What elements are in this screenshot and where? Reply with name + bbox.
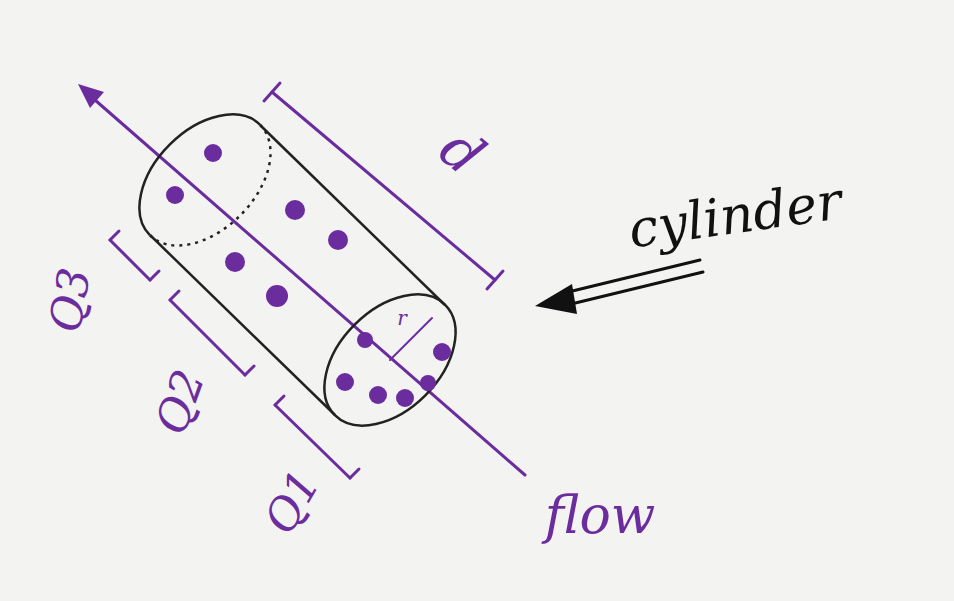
radius-label: r (397, 308, 407, 328)
segment-label: Q3 (43, 265, 97, 336)
bracket-tick (350, 469, 359, 478)
particle (328, 230, 348, 250)
particle (266, 285, 288, 307)
particle (433, 343, 451, 361)
particle (396, 389, 414, 407)
particle (369, 386, 387, 404)
cylinder-side (260, 125, 445, 305)
segment-bracket (110, 240, 150, 280)
bracket-tick (110, 231, 119, 240)
flow-label: flow (545, 489, 656, 541)
pointer-line (563, 272, 703, 306)
bracket-tick (264, 83, 280, 101)
particle (285, 200, 305, 220)
back-rim (114, 89, 260, 235)
particle (166, 186, 184, 204)
particle (204, 144, 222, 162)
bracket-tick (150, 271, 159, 280)
pointer-arrowhead (535, 284, 577, 314)
particle (225, 252, 245, 272)
particle (420, 375, 436, 391)
segment-bracket (170, 300, 245, 375)
particle (357, 332, 373, 348)
length-bracket (272, 92, 495, 280)
bracket-tick (275, 396, 284, 405)
flow-arrowhead (78, 84, 104, 108)
front-rim (299, 269, 480, 450)
back-rim-hidden (150, 125, 296, 271)
radius-line (390, 318, 432, 360)
segment-label: Q2 (148, 364, 211, 439)
segment-label: Q1 (257, 463, 327, 540)
bracket-tick (487, 271, 503, 289)
particle (336, 373, 354, 391)
dimension-label: d (430, 119, 493, 185)
bracket-tick (170, 291, 179, 300)
bracket-tick (245, 366, 254, 375)
object-label: cylinder (625, 174, 844, 255)
